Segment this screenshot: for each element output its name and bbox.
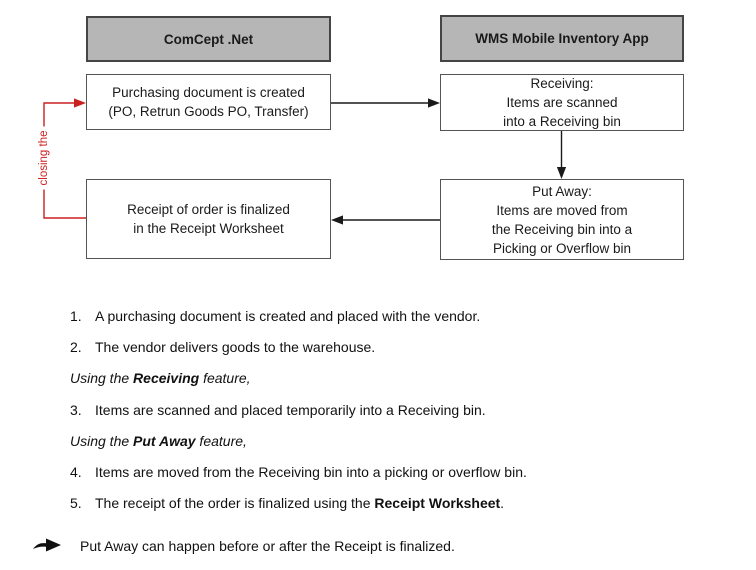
lane-header-label: WMS Mobile Inventory App [475,31,649,46]
note-feature-name: Put Away [133,433,196,449]
note-suffix: feature, [199,370,251,386]
process-box-line: Receiving: [530,76,594,91]
list-item-3: 3. Items are scanned and placed temporari… [70,402,486,418]
process-box-receiving: Receiving: Items are scanned into a Rece… [440,74,684,131]
list-item-5: 5. The receipt of the order is finalized … [70,495,504,511]
process-box-purchasing-document: Purchasing document is created (PO, Retr… [86,74,331,130]
process-box-line: (PO, Retrun Goods PO, Transfer) [108,104,309,119]
bottom-note-text: Put Away can happen before or after the … [80,538,455,554]
heavy-right-arrow-icon [33,538,61,552]
list-item-2: 2. The vendor delivers goods to the wareh… [70,339,375,355]
process-box-line: Items are scanned [506,95,618,110]
note-feature-name: Receiving [133,370,200,386]
lane-header-wms-mobile-app: WMS Mobile Inventory App [440,15,684,62]
using-putaway-note: Using the Put Away feature, [70,433,247,449]
note-prefix: Using the [70,370,134,386]
list-item-text: A purchasing document is created and pla… [95,308,481,324]
list-item-number: 4. [70,464,82,480]
process-box-line: Purchasing document is created [112,85,305,100]
list-item-text-suffix: . [500,495,505,511]
list-item-text: The vendor delivers goods to the warehou… [95,339,376,355]
arrow-receiving-to-putaway [556,131,567,179]
list-item-1: 1. A purchasing document is created and p… [70,308,480,324]
process-box-line: Items are moved from [496,202,628,218]
note-prefix: Using the [70,433,134,449]
using-receiving-note: Using the Receiving feature, [70,370,251,386]
lane-header-label: ComCept .Net [163,31,254,47]
process-box-put-away: Put Away: Items are moved from the Recei… [440,179,684,260]
process-box-line: Receipt of order is finalized [127,202,290,217]
list-item-number: 2. [70,339,82,355]
lane-header-comcept-net: ComCept .Net [86,16,331,62]
list-item-4: 4. Items are moved from the Receiving bin… [70,464,527,480]
process-box-line: Picking or Overflow bin [492,240,632,256]
list-item-text-prefix: The receipt of the order is finalized us… [95,495,375,511]
arrow-purchasing-to-receiving [331,98,440,108]
list-item-text: Items are moved from the Receiving bin i… [95,464,527,480]
process-box-receipt-finalized: Receipt of order is finalized in the Rec… [86,179,331,259]
list-item-number: 1. [70,308,82,324]
process-box-line: into a Receiving bin [503,114,621,129]
process-box-line: in the Receipt Worksheet [133,221,284,236]
list-item-text-bold: Receipt Worksheet [374,495,501,511]
process-box-line: the Receiving bin into a [491,221,633,237]
note-suffix: feature, [195,433,247,449]
arrow-receipt-to-purchasing-feedback [43,98,86,219]
list-item-text: Items are scanned and placed temporarily… [95,402,486,418]
list-item-number: 3. [70,402,82,418]
arrow-putaway-to-receipt [331,215,440,225]
list-item-number: 5. [70,495,82,511]
feedback-loop-label: closing the [38,126,50,190]
process-box-line: Put Away: [532,183,592,199]
